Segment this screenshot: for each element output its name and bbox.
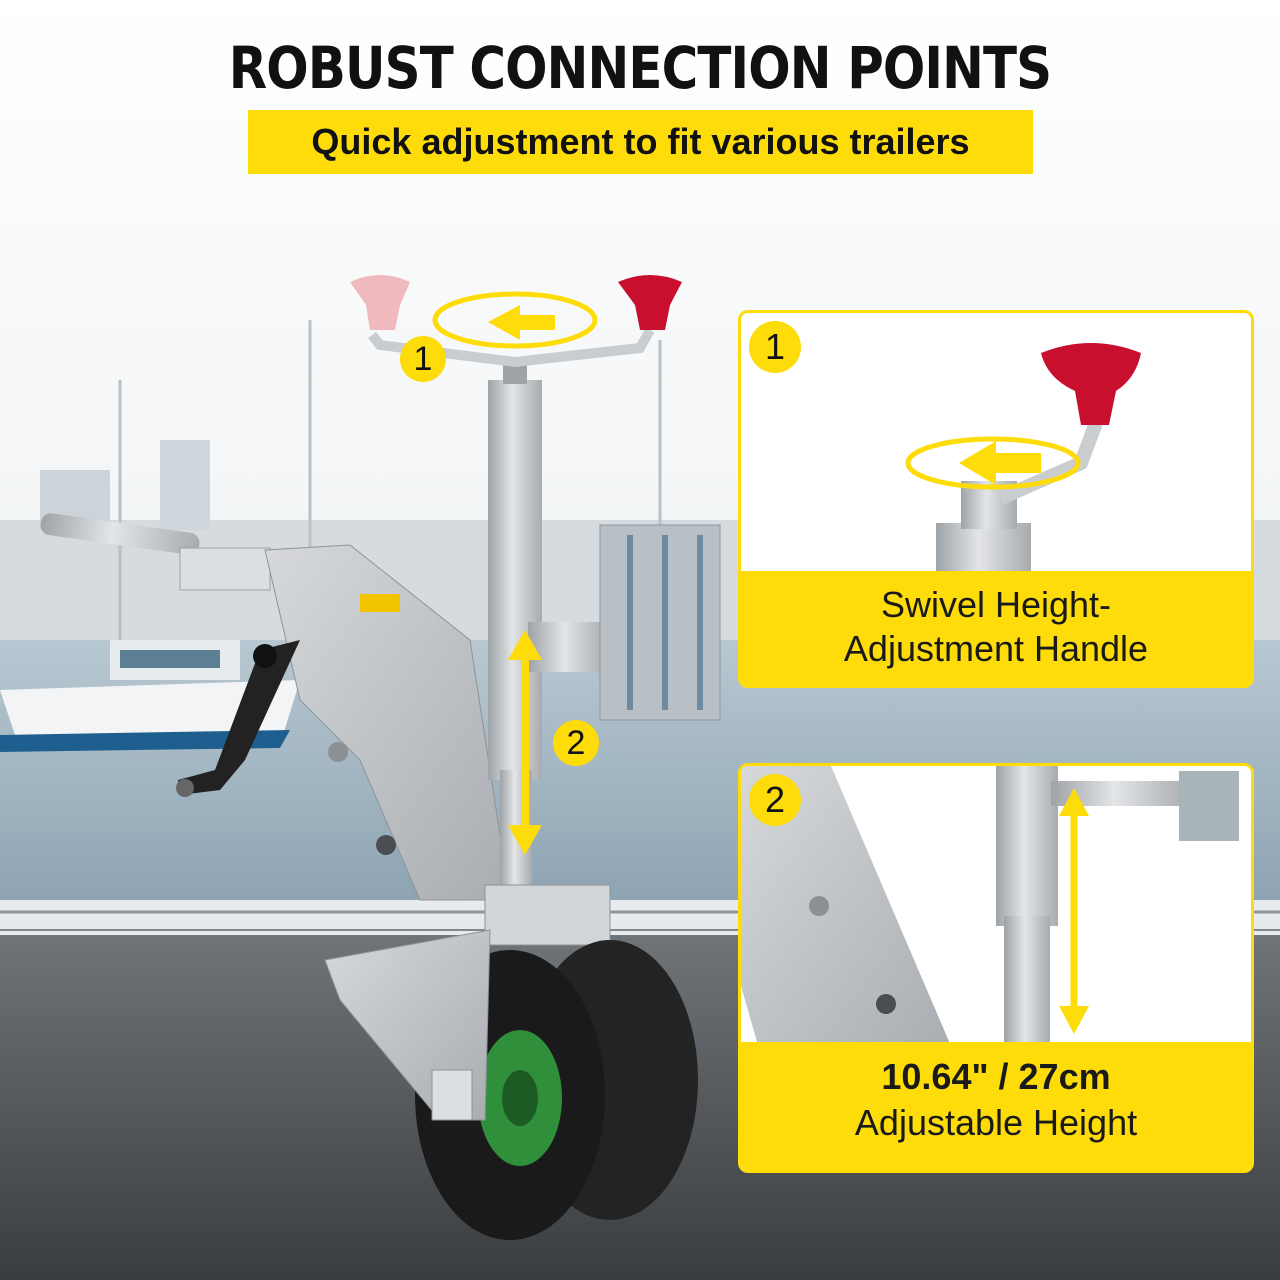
- subtitle-banner: [248, 110, 1033, 174]
- subtitle: Quick adjustment to fit various trailers: [311, 121, 970, 162]
- panel-1-marker: 1: [749, 321, 801, 373]
- page-title: ROBUST CONNECTION POINTS: [228, 34, 1052, 102]
- marker-2: 2: [553, 720, 599, 766]
- height-caption: Adjustable Height: [854, 1102, 1138, 1143]
- detail-panel-height: 2 10.64" / 27cm Adjustable Height: [738, 763, 1254, 1173]
- panel-2-label: 10.64" / 27cm Adjustable Height: [741, 1042, 1251, 1170]
- panel-1-label-line1: Swivel Height-: [880, 584, 1112, 625]
- marker-1: 1: [400, 336, 446, 382]
- panel-1-label-line2: Adjustment Handle: [843, 628, 1149, 669]
- detail-panel-swivel: 1 Swivel Height- Adjustment Handle: [738, 310, 1254, 688]
- panel-1-label: Swivel Height- Adjustment Handle: [741, 571, 1251, 685]
- panel-2-marker: 2: [749, 774, 801, 826]
- height-value: 10.64" / 27cm: [881, 1056, 1111, 1097]
